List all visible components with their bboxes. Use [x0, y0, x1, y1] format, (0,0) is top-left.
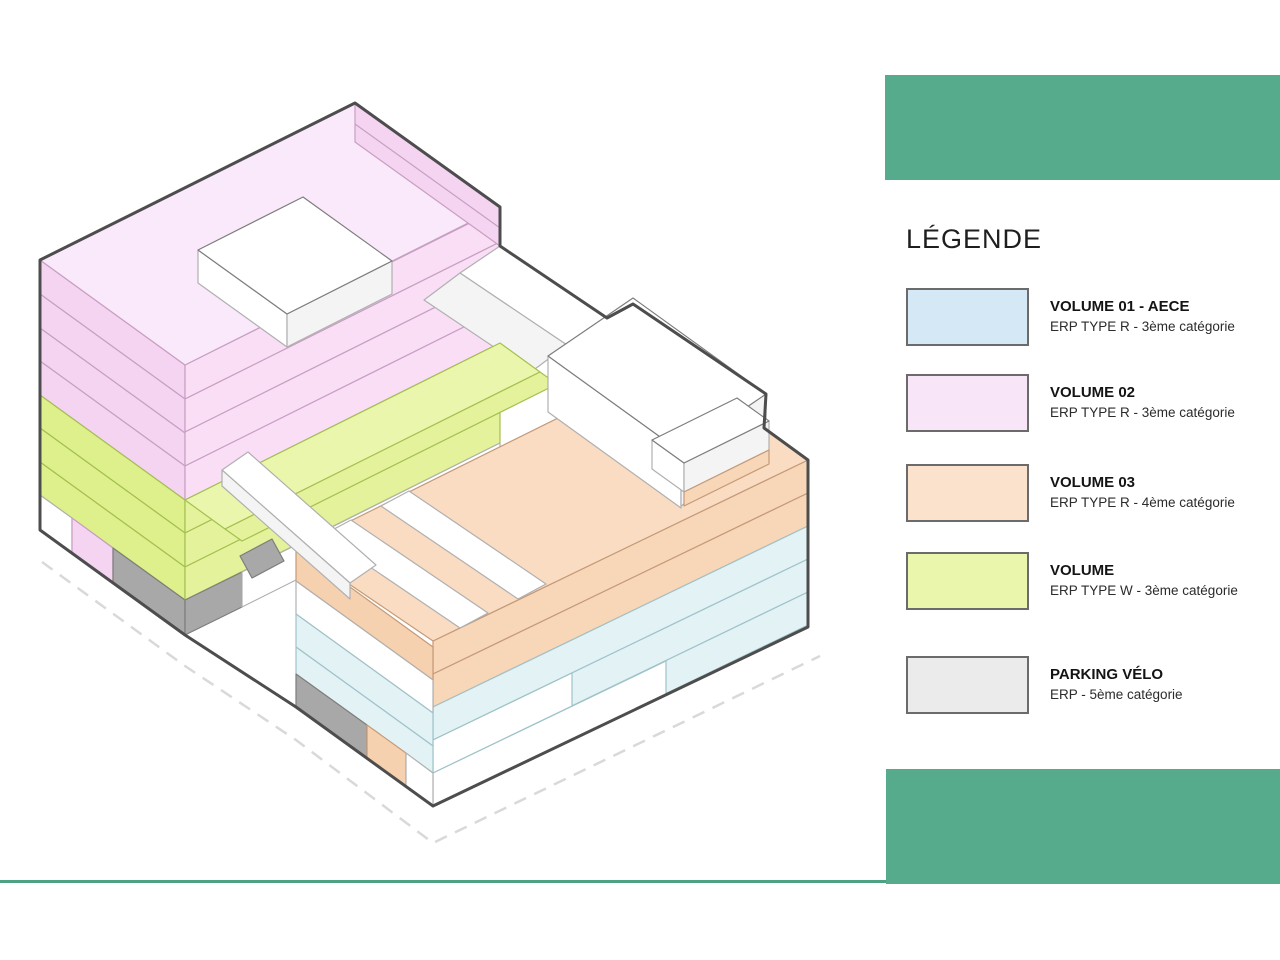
- legend-item-volume01: VOLUME 01 - AECE ERP TYPE R - 3ème catég…: [906, 288, 1276, 352]
- legend-item-desc: ERP TYPE W - 3ème catégorie: [1050, 583, 1238, 598]
- left-building-sw-face: [39, 259, 186, 636]
- legend-title: LÉGENDE: [906, 224, 1043, 254]
- legend-swatch-volume03: [906, 464, 1029, 522]
- bottom-accent-line: [0, 880, 1280, 883]
- legend-item-volume02: VOLUME 02 ERP TYPE R - 3ème catégorie: [906, 374, 1276, 438]
- legend-item-parking-velo: PARKING VÉLO ERP - 5ème catégorie: [906, 656, 1276, 720]
- legend-item-desc: ERP TYPE R - 3ème catégorie: [1050, 319, 1235, 334]
- legend-item-name: PARKING VÉLO: [1050, 666, 1164, 683]
- left-penthouse: [197, 196, 393, 348]
- legend-swatch-volume02: [906, 374, 1029, 432]
- silhouette-outline: [38, 101, 810, 808]
- legend-swatch-volume01: [906, 288, 1029, 346]
- legend-swatch-parking-velo: [906, 656, 1029, 714]
- legend-item-desc: ERP - 5ème catégorie: [1050, 687, 1183, 702]
- legend-item-name: VOLUME: [1050, 562, 1115, 579]
- legend-item-volume03: VOLUME 03 ERP TYPE R - 4ème catégorie: [906, 464, 1276, 528]
- legend-item-desc: ERP TYPE R - 3ème catégorie: [1050, 405, 1235, 420]
- ground-dashed-outline: [41, 560, 821, 845]
- bridge: [221, 451, 377, 600]
- top-accent-bar: [885, 75, 1280, 180]
- right-rooftop-box-small: [651, 397, 770, 507]
- legend-item-name: VOLUME 03: [1050, 474, 1136, 491]
- right-building-se-face: [432, 459, 809, 807]
- legend-swatch-volume-w: [906, 552, 1029, 610]
- legend-item-volume-w: VOLUME ERP TYPE W - 3ème catégorie: [906, 552, 1276, 616]
- legend-item-name: VOLUME 01 - AECE: [1050, 298, 1190, 315]
- bottom-accent-bar: [886, 769, 1280, 884]
- legend-item-desc: ERP TYPE R - 4ème catégorie: [1050, 495, 1235, 510]
- legend-item-name: VOLUME 02: [1050, 384, 1136, 401]
